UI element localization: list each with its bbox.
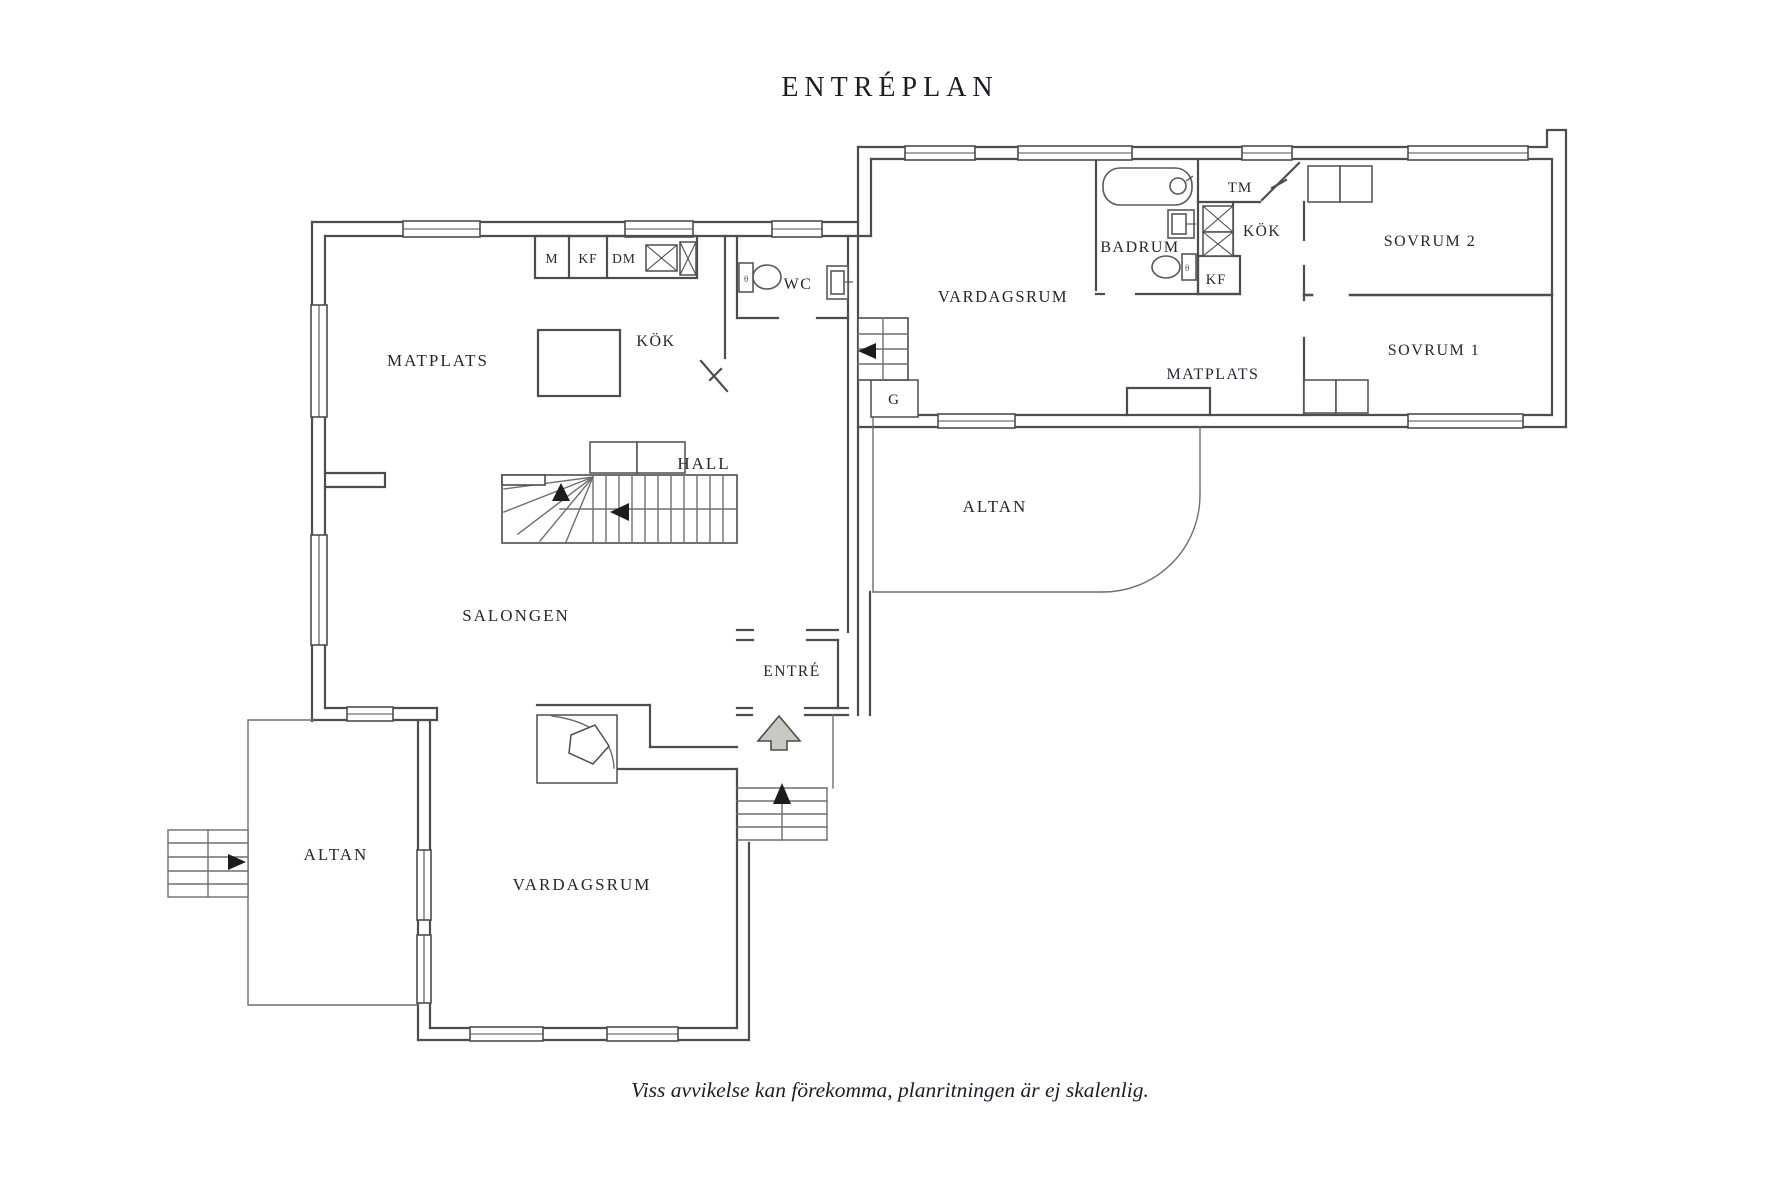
hall-steps xyxy=(857,317,909,381)
svg-text:θ: θ xyxy=(1185,263,1189,273)
window-icon xyxy=(346,706,394,722)
fireplace-icon xyxy=(536,714,618,784)
label-kf-upper: KF xyxy=(1206,272,1227,288)
bathtub-icon xyxy=(1102,167,1194,206)
sink-icon xyxy=(645,244,678,272)
bathroom-fixtures: θ xyxy=(1102,167,1234,281)
window-icon xyxy=(416,849,432,921)
room-label-vardagsrum-upper: VARDAGSRUM xyxy=(938,287,1068,306)
room-label-matplats-upper: MATPLATS xyxy=(1167,366,1260,383)
sink-icon xyxy=(1167,209,1196,239)
room-label-sovrum1: SOVRUM 1 xyxy=(1388,342,1480,359)
room-label-salongen: SALONGEN xyxy=(462,606,570,625)
entrance-area xyxy=(736,714,834,841)
altan-left-steps xyxy=(167,829,249,898)
window-icon xyxy=(1017,145,1133,161)
windows xyxy=(310,145,1529,1042)
room-label-kok-main: KÖK xyxy=(636,332,675,350)
washer-sink-icons xyxy=(1202,205,1234,257)
svg-text:θ: θ xyxy=(744,274,748,284)
label-appliance-kf: KF xyxy=(578,251,597,266)
toilet-icon: θ xyxy=(1151,253,1197,281)
label-garderob: G xyxy=(888,392,900,408)
window-icon xyxy=(416,934,432,1004)
room-labels: MATPLATS KÖK M KF DM WC HALL SALONGEN EN… xyxy=(304,180,1480,894)
label-appliance-dm: DM xyxy=(612,251,636,266)
window-icon xyxy=(606,1026,679,1042)
disclaimer-caption: Viss avvikelse kan förekomma, planritnin… xyxy=(631,1078,1149,1102)
stair-treads xyxy=(592,474,724,544)
window-icon xyxy=(469,1026,544,1042)
window-icon xyxy=(937,413,1016,429)
room-label-hall: HALL xyxy=(677,454,730,473)
toilet-icon: θ xyxy=(738,262,782,293)
entrance-steps-arrow-icon xyxy=(773,783,791,804)
window-icon xyxy=(1241,145,1293,161)
main-staircase xyxy=(501,441,738,544)
wardrobes xyxy=(870,165,1373,418)
room-label-vardagsrum-lower: VARDAGSRUM xyxy=(513,875,652,894)
hall-steps-arrow-icon xyxy=(858,343,876,359)
window-icon xyxy=(1407,145,1529,161)
stove-icon xyxy=(679,241,697,276)
entrance-door-arrow-icon xyxy=(756,714,802,751)
sink-icon xyxy=(826,265,853,300)
room-label-wc: WC xyxy=(784,276,813,293)
kitchen-counter xyxy=(533,234,699,280)
label-tm: TM xyxy=(1228,180,1253,196)
label-appliance-m: M xyxy=(545,251,558,266)
entrance-steps xyxy=(736,783,828,841)
window-icon xyxy=(624,220,694,238)
window-icon xyxy=(1407,413,1524,429)
window-icon xyxy=(310,534,328,646)
altan-right-outline xyxy=(872,416,1201,593)
garderob-box xyxy=(870,379,919,418)
room-label-badrum: BADRUM xyxy=(1100,239,1179,256)
window-icon xyxy=(904,145,976,161)
window-icon xyxy=(771,220,823,238)
room-label-kok-upper: KÖK xyxy=(1243,223,1281,240)
room-label-entre: ENTRÉ xyxy=(763,663,820,680)
room-label-matplats-main: MATPLATS xyxy=(387,351,489,370)
page-title: ENTRÉPLAN xyxy=(781,72,998,103)
altan-steps-arrow-icon xyxy=(228,854,246,870)
stair-left-arrow-icon xyxy=(610,503,629,521)
room-label-altan-lower: ALTAN xyxy=(304,845,369,864)
window-icon xyxy=(402,220,481,238)
stair-winders xyxy=(503,476,594,543)
kitchen-island xyxy=(536,328,622,398)
stair-up-arrow-icon xyxy=(552,483,570,501)
room-label-sovrum2: SOVRUM 2 xyxy=(1384,233,1476,250)
room-label-altan-upper: ALTAN xyxy=(963,497,1028,516)
wc-fixtures: θ xyxy=(738,262,853,300)
window-icon xyxy=(310,304,328,418)
